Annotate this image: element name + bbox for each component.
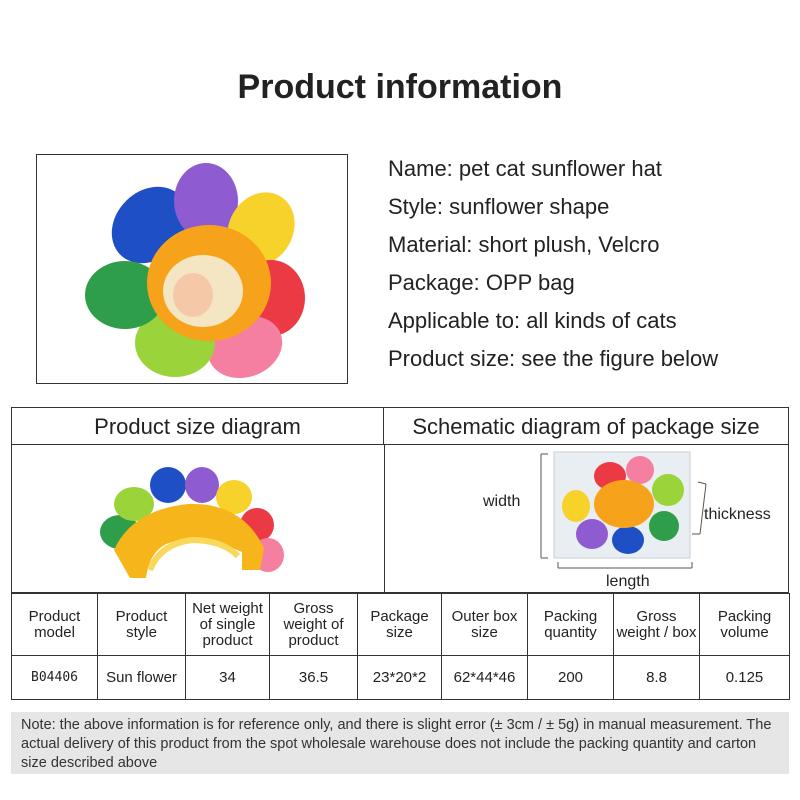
table-cell: 8.8 (613, 655, 700, 700)
petal-lime (114, 487, 154, 521)
table-cell: B04406 (11, 655, 98, 700)
product-info-list: Name: pet cat sunflower hat Style: sunfl… (388, 150, 788, 378)
hat-inner-edge (147, 536, 241, 572)
thickness-bracket (699, 483, 707, 535)
hat-center (594, 480, 654, 528)
length-label: length (606, 573, 650, 590)
disclaimer-note: Note: the above information is for refer… (11, 712, 789, 774)
thickness-bracket-top (697, 481, 707, 485)
info-applicable: Applicable to: all kinds of cats (388, 308, 677, 333)
table-cell: 62*44*46 (441, 655, 528, 700)
petal-green (85, 261, 165, 329)
petal-purple (185, 467, 219, 503)
table-cell: 36.5 (269, 655, 358, 700)
col-header: Product model (11, 593, 98, 656)
col-header: Gross weight / box (613, 593, 700, 656)
petal-yellow (562, 490, 590, 522)
package-size-diagram-header: Schematic diagram of package size (384, 408, 788, 445)
petal-green (649, 511, 679, 541)
package-illustration (540, 451, 707, 569)
info-size: Product size: see the figure below (388, 346, 719, 371)
petal-pink (626, 456, 654, 484)
col-header: Outer box size (441, 593, 528, 656)
petal-lime (652, 474, 684, 506)
petal-blue (612, 526, 644, 554)
spec-table: Product model Product style Net weight o… (11, 593, 790, 700)
hat-inner (173, 273, 213, 317)
petal-purple (576, 519, 608, 549)
product-size-diagram-header: Product size diagram (12, 408, 384, 445)
page-title: Product information (237, 68, 563, 106)
size-diagram-section: Product size diagram Schematic diagram o… (11, 407, 789, 594)
table-cell: Sun flower (97, 655, 186, 700)
info-package: Package: OPP bag (388, 270, 575, 295)
product-photo-frame (36, 154, 348, 384)
info-material: Material: short plush, Velcro (388, 232, 660, 257)
col-header: Package size (357, 593, 442, 656)
col-header: Product style (97, 593, 186, 656)
diagram-divider (384, 445, 385, 594)
thickness-label: thickness (704, 506, 771, 523)
table-cell: 200 (527, 655, 614, 700)
info-name: Name: pet cat sunflower hat (388, 156, 662, 181)
info-style: Style: sunflower shape (388, 194, 610, 219)
table-cell: 34 (185, 655, 270, 700)
table-row: B04406 Sun flower 34 36.5 23*20*2 62*44*… (11, 655, 790, 700)
petal-yellow (216, 480, 252, 514)
col-header: Packing quantity (527, 593, 614, 656)
petal-purple (174, 163, 238, 239)
table-cell: 0.125 (699, 655, 790, 700)
table-cell: 23*20*2 (357, 655, 442, 700)
sunflower-hat-photo (85, 163, 305, 379)
width-label: width (483, 493, 521, 510)
col-header: Gross weight of product (269, 593, 358, 656)
col-header: Net weight of single product (185, 593, 270, 656)
col-header: Packing volume (699, 593, 790, 656)
product-size-illustration (100, 467, 284, 578)
table-header-row: Product model Product style Net weight o… (11, 593, 790, 656)
petal-blue (150, 467, 186, 503)
